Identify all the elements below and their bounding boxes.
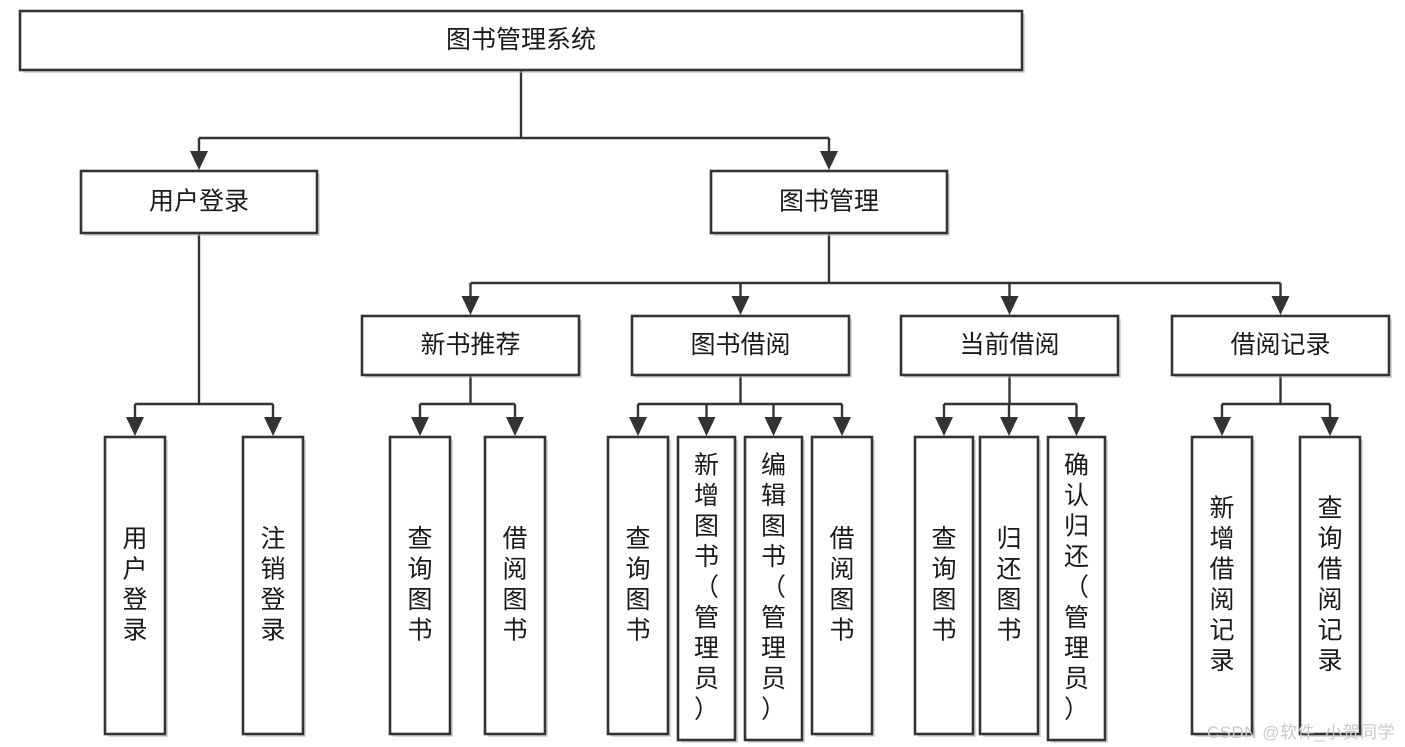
node-box[interactable] bbox=[483, 435, 547, 736]
node-label: 查询图书 bbox=[407, 524, 432, 644]
arrow-head bbox=[935, 417, 953, 436]
node-user-login[interactable]: 用户登录 bbox=[79, 169, 320, 236]
node-label: 新增图书（管理员） bbox=[694, 451, 719, 723]
node-label: 当前借阅 bbox=[959, 331, 1059, 359]
node-label: 归还图书 bbox=[996, 524, 1021, 644]
node-box[interactable] bbox=[743, 435, 804, 742]
node-leaf-borrow-book-2[interactable]: 借阅图书 bbox=[810, 435, 875, 737]
node-box[interactable] bbox=[388, 435, 452, 736]
node-box[interactable] bbox=[978, 435, 1040, 736]
arrow-head bbox=[264, 417, 282, 436]
node-label: 用户登录 bbox=[149, 188, 249, 216]
node-box[interactable] bbox=[676, 435, 737, 742]
arrow-head bbox=[1067, 417, 1086, 436]
node-label: 新书推荐 bbox=[420, 331, 520, 359]
node-leaf-query-record[interactable]: 查询借阅记录 bbox=[1298, 435, 1363, 737]
edge-connector bbox=[1213, 375, 1339, 436]
node-box[interactable] bbox=[606, 435, 670, 736]
node-label: 查询借阅记录 bbox=[1317, 494, 1342, 675]
arrow-head bbox=[731, 296, 750, 315]
node-box[interactable] bbox=[709, 169, 949, 235]
arrow-head bbox=[820, 151, 838, 170]
node-box[interactable] bbox=[18, 9, 1024, 72]
arrow-head bbox=[1000, 417, 1018, 436]
arrow-head bbox=[764, 417, 783, 436]
node-leaf-borrow-book-1[interactable]: 借阅图书 bbox=[483, 435, 548, 737]
arrow-head bbox=[1321, 417, 1339, 436]
node-leaf-user-login[interactable]: 用户登录 bbox=[103, 435, 168, 737]
node-box[interactable] bbox=[899, 314, 1120, 377]
node-box[interactable] bbox=[810, 435, 874, 736]
node-box[interactable] bbox=[360, 314, 581, 377]
node-label: 查询图书 bbox=[931, 524, 956, 644]
node-leaf-confirm-return[interactable]: 确认归还（管理员） bbox=[1046, 435, 1108, 743]
node-leaf-edit-book[interactable]: 编辑图书（管理员） bbox=[743, 435, 805, 743]
node-layer: 图书管理系统用户登录图书管理新书推荐图书借阅当前借阅借阅记录用户登录注销登录查询… bbox=[18, 9, 1392, 743]
node-label: 编辑图书（管理员） bbox=[761, 451, 786, 723]
edge-connector bbox=[629, 375, 851, 436]
node-leaf-query-book-3[interactable]: 查询图书 bbox=[913, 435, 976, 737]
node-leaf-return-book[interactable]: 归还图书 bbox=[978, 435, 1041, 737]
edge-connector bbox=[190, 70, 838, 170]
node-current-borrow[interactable]: 当前借阅 bbox=[899, 314, 1121, 378]
arrow-head bbox=[697, 417, 716, 436]
node-label: 借阅图书 bbox=[502, 524, 527, 644]
edge-connector bbox=[935, 375, 1086, 436]
node-label: 确认归还（管理员） bbox=[1064, 451, 1089, 723]
arrow-head bbox=[1271, 296, 1290, 315]
node-box[interactable] bbox=[630, 314, 851, 377]
node-leaf-logout[interactable]: 注销登录 bbox=[241, 435, 306, 737]
arrow-head bbox=[1213, 417, 1231, 436]
arrow-head bbox=[833, 417, 851, 436]
node-label: 图书管理 bbox=[779, 188, 879, 216]
arrow-head bbox=[1000, 296, 1019, 315]
node-book-borrow[interactable]: 图书借阅 bbox=[630, 314, 852, 378]
edge-connector bbox=[461, 233, 1290, 315]
edge-layer bbox=[126, 70, 1339, 436]
node-box[interactable] bbox=[1170, 314, 1391, 377]
arrow-head bbox=[506, 417, 524, 436]
node-box[interactable] bbox=[103, 435, 167, 736]
node-label: 用户登录 bbox=[122, 524, 147, 644]
arrow-head bbox=[461, 296, 480, 315]
arrow-head bbox=[126, 417, 144, 436]
node-leaf-query-book-1[interactable]: 查询图书 bbox=[388, 435, 453, 737]
arrow-head bbox=[190, 151, 208, 170]
node-label: 图书借阅 bbox=[690, 331, 790, 359]
node-box[interactable] bbox=[1190, 435, 1254, 736]
node-label: 注销登录 bbox=[260, 524, 285, 644]
node-leaf-add-record[interactable]: 新增借阅记录 bbox=[1190, 435, 1255, 737]
node-box[interactable] bbox=[1298, 435, 1362, 736]
node-box[interactable] bbox=[241, 435, 305, 736]
node-box[interactable] bbox=[913, 435, 975, 736]
node-borrow-record[interactable]: 借阅记录 bbox=[1170, 314, 1392, 378]
arrow-head bbox=[629, 417, 647, 436]
node-label: 查询图书 bbox=[625, 524, 650, 644]
node-new-book-rec[interactable]: 新书推荐 bbox=[360, 314, 582, 378]
node-label: 借阅图书 bbox=[829, 524, 854, 644]
node-label: 借阅记录 bbox=[1230, 331, 1330, 359]
node-box[interactable] bbox=[1046, 435, 1107, 742]
node-box[interactable] bbox=[79, 169, 319, 235]
node-leaf-add-book[interactable]: 新增图书（管理员） bbox=[676, 435, 738, 743]
node-leaf-query-book-2[interactable]: 查询图书 bbox=[606, 435, 671, 737]
edge-connector bbox=[411, 375, 524, 436]
node-label: 新增借阅记录 bbox=[1209, 494, 1234, 675]
watermark-label: CSDN @软件_小贺同学 bbox=[1206, 723, 1395, 742]
edge-connector bbox=[126, 233, 282, 436]
arrow-head bbox=[411, 417, 429, 436]
node-book-manage[interactable]: 图书管理 bbox=[709, 169, 950, 236]
node-root[interactable]: 图书管理系统 bbox=[18, 9, 1025, 73]
node-label: 图书管理系统 bbox=[446, 26, 596, 54]
